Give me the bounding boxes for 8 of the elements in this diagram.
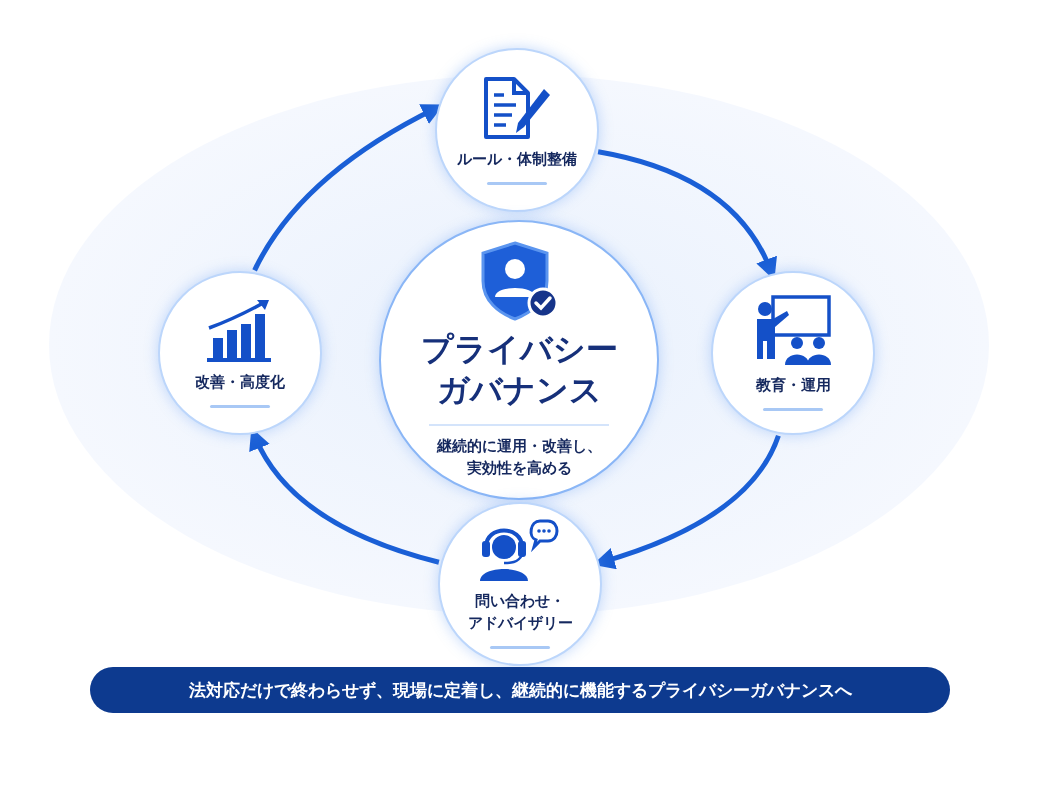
step-label: 改善・高度化 (195, 373, 285, 392)
banner (90, 667, 950, 713)
banner-text: 法対応だけで終わらせず、現場に定着し、継続的に機能するプライバシーガバナンスへ (188, 678, 852, 702)
description-text: 継続的に運用・改善し、実効性を高める (429, 423, 609, 480)
step-label: 問い合わせ・アドバイザリー (466, 592, 574, 633)
title-text: プライバシーガバナンス (419, 328, 619, 412)
step-label: 教育・運用 (755, 376, 831, 395)
step-label: ルール・体制整備 (457, 150, 577, 169)
